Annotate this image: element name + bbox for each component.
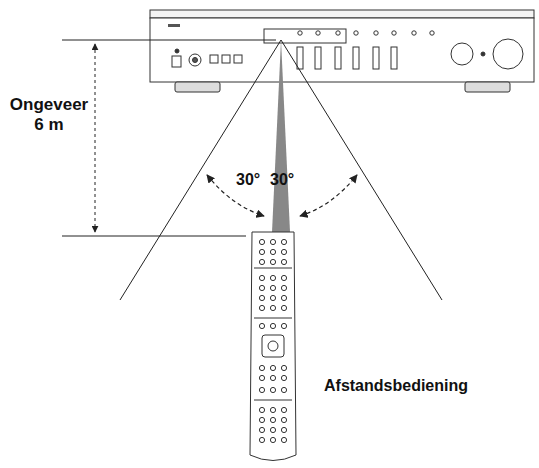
ir-beam — [272, 40, 290, 232]
distance-label: Ongeveer 6 m — [6, 93, 92, 138]
receiver — [150, 10, 534, 92]
angle-label: 30° — [236, 170, 260, 189]
remote-label: Afstandsbediening — [324, 376, 468, 395]
distance-dimension — [62, 40, 276, 236]
angle-label: 30° — [270, 170, 294, 189]
remote-control — [250, 232, 296, 461]
